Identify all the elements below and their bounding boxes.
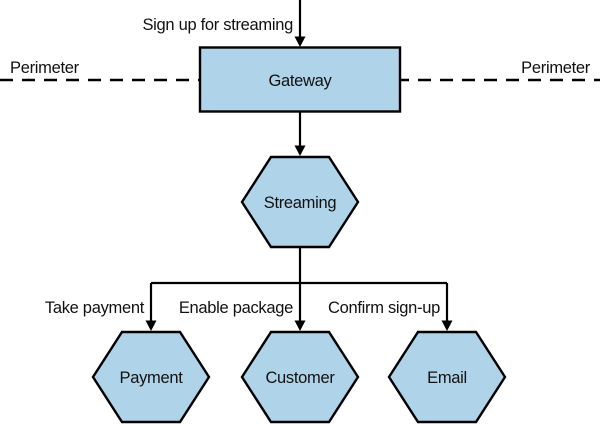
gateway-streaming-arrowhead-icon bbox=[294, 145, 306, 156]
perimeter-label-right: Perimeter bbox=[521, 59, 591, 77]
email-node bbox=[387, 330, 507, 424]
branch-connector-lines bbox=[149, 247, 449, 322]
signup-edge-label: Sign up for streaming bbox=[142, 16, 293, 34]
perimeter-label-left: Perimeter bbox=[10, 59, 80, 77]
customer-node-label: Customer bbox=[265, 369, 335, 387]
email-arrowhead-icon bbox=[441, 320, 453, 331]
streaming-node bbox=[240, 155, 360, 249]
gateway-node bbox=[198, 46, 402, 113]
customer-node bbox=[240, 330, 360, 424]
take-payment-edge-label: Take payment bbox=[45, 299, 145, 317]
payment-node-label: Payment bbox=[119, 369, 183, 387]
payment-node bbox=[91, 330, 211, 424]
customer-arrowhead-icon bbox=[294, 320, 306, 331]
payment-arrowhead-icon bbox=[145, 320, 157, 331]
gateway-node-label: Gateway bbox=[268, 72, 332, 90]
confirm-signup-edge-label: Confirm sign-up bbox=[328, 299, 440, 317]
streaming-node-label: Streaming bbox=[264, 194, 337, 212]
email-node-label: Email bbox=[427, 369, 467, 387]
signup-arrowhead-icon bbox=[294, 36, 306, 47]
enable-package-edge-label: Enable package bbox=[179, 299, 293, 317]
